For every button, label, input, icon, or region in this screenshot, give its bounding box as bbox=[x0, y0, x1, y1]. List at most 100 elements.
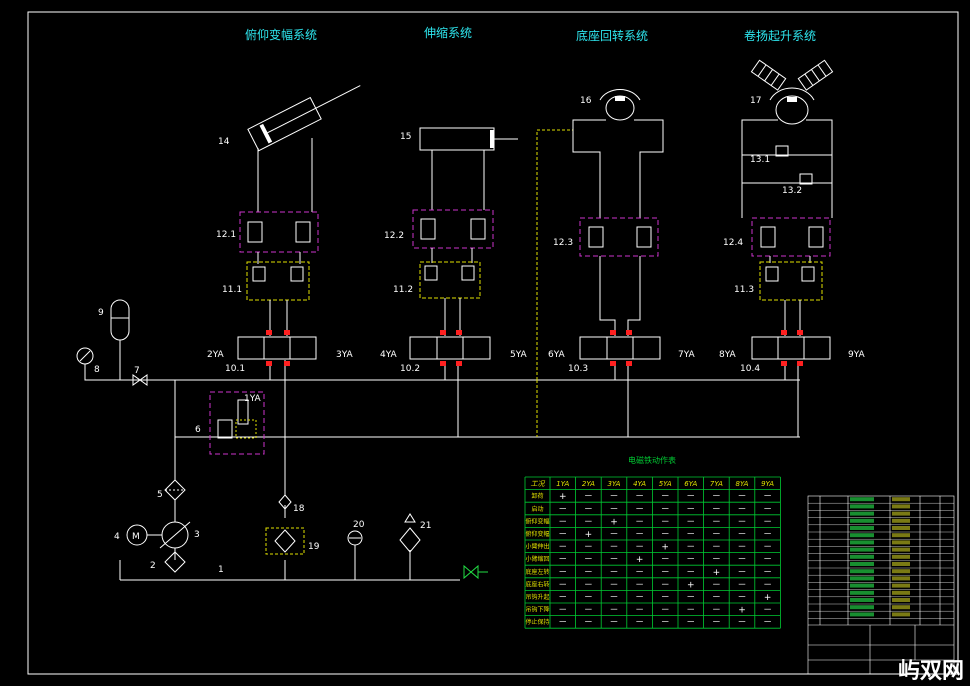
label-10-3: 10.3 bbox=[568, 364, 588, 374]
title-block-entry bbox=[892, 605, 910, 610]
title-block-entry bbox=[850, 598, 874, 602]
title-block-entry bbox=[892, 554, 910, 559]
group-12-3 bbox=[579, 217, 659, 257]
table-title: 电磁铁动作表 bbox=[628, 455, 676, 465]
table-cell: － bbox=[584, 517, 593, 527]
group-11-2 bbox=[419, 261, 481, 299]
table-cell: － bbox=[686, 555, 695, 565]
table-cell: + bbox=[610, 517, 618, 527]
table-cell: － bbox=[763, 492, 772, 502]
table-cell: － bbox=[712, 580, 721, 590]
watermark: 屿双网 bbox=[898, 659, 964, 684]
table-row-label: 俯仰变幅 bbox=[525, 517, 549, 525]
table-cell: － bbox=[609, 580, 618, 590]
table-cell: － bbox=[763, 568, 772, 578]
table-cell: － bbox=[686, 492, 695, 502]
table-cell: － bbox=[737, 492, 746, 502]
table-cell: + bbox=[687, 580, 695, 590]
table-cell: － bbox=[712, 618, 721, 628]
table-cell: － bbox=[584, 606, 593, 616]
table-cell: － bbox=[737, 530, 746, 540]
title-block-entry bbox=[850, 533, 874, 538]
table-cell: － bbox=[763, 530, 772, 540]
table-cell: － bbox=[686, 517, 695, 527]
valve-10-2 bbox=[409, 330, 491, 366]
solenoid-2ya: 2YA bbox=[207, 350, 225, 360]
luffing-circuit: 14 12.1 11.1 10.1 2YA 3YA bbox=[207, 85, 361, 374]
table-cell: － bbox=[763, 517, 772, 527]
title-block-entry bbox=[892, 612, 910, 617]
valve-13-2 bbox=[799, 173, 813, 185]
table-cell: + bbox=[738, 606, 746, 616]
label-19: 19 bbox=[308, 542, 320, 552]
table-row-label: 底座右转 bbox=[525, 580, 549, 588]
table-cell: － bbox=[661, 492, 670, 502]
valve-10-4 bbox=[751, 330, 831, 366]
group-12-1 bbox=[239, 211, 319, 253]
table-cell: － bbox=[584, 568, 593, 578]
table-cell: － bbox=[558, 618, 567, 628]
table-cell: － bbox=[686, 543, 695, 553]
valve-7 bbox=[132, 374, 148, 386]
label-11-2: 11.2 bbox=[393, 285, 413, 295]
label-18: 18 bbox=[293, 504, 305, 514]
table-cell: － bbox=[558, 543, 567, 553]
title-block-entry bbox=[850, 569, 874, 574]
table-cell: － bbox=[609, 606, 618, 616]
table-cell: － bbox=[584, 505, 593, 515]
hoisting-circuit: 17 13.1 13.2 12.4 11.3 10.4 8YA 9YA bbox=[719, 59, 866, 374]
title-block-entry bbox=[850, 554, 874, 559]
table-cell: － bbox=[609, 568, 618, 578]
table-cell: － bbox=[763, 555, 772, 565]
label-3: 3 bbox=[194, 530, 200, 540]
title-block-entry bbox=[892, 547, 910, 552]
table-cell: － bbox=[635, 580, 644, 590]
label-4: 4 bbox=[114, 532, 120, 542]
title-block-entry bbox=[850, 590, 874, 595]
solenoid-5ya: 5YA bbox=[510, 350, 528, 360]
solenoid-3ya: 3YA bbox=[336, 350, 354, 360]
table-cell: － bbox=[635, 505, 644, 515]
group-6 bbox=[209, 391, 265, 455]
table-cell: － bbox=[635, 492, 644, 502]
telescope-circuit: 15 12.2 11.2 10.2 4YA 5YA bbox=[380, 127, 528, 374]
table-cell: － bbox=[661, 618, 670, 628]
table-row-label: 小臂缩回 bbox=[525, 555, 549, 563]
table-cell: － bbox=[712, 543, 721, 553]
thermometer-20 bbox=[347, 530, 363, 546]
title-block-entry bbox=[850, 511, 874, 516]
title-block-entry bbox=[850, 518, 874, 523]
table-cell: － bbox=[737, 593, 746, 603]
table-col-header: 4YA bbox=[633, 480, 646, 488]
table-cell: － bbox=[635, 543, 644, 553]
table-cell: － bbox=[635, 618, 644, 628]
table-cell: － bbox=[737, 568, 746, 578]
table-cell: + bbox=[661, 543, 669, 553]
table-row-label: 小臂伸出 bbox=[525, 543, 549, 551]
title-hoisting: 卷扬起升系统 bbox=[744, 28, 816, 43]
title-block-entry bbox=[850, 504, 874, 509]
table-cell: － bbox=[737, 555, 746, 565]
label-15: 15 bbox=[400, 132, 411, 142]
table-cell: － bbox=[609, 543, 618, 553]
table-cell: － bbox=[737, 618, 746, 628]
table-cell: － bbox=[763, 618, 772, 628]
table-cell: － bbox=[558, 580, 567, 590]
label-12-1: 12.1 bbox=[216, 230, 236, 240]
label-12-4: 12.4 bbox=[723, 238, 743, 248]
table-col-header: 8YA bbox=[736, 480, 749, 488]
title-telescope: 伸缩系统 bbox=[424, 25, 472, 40]
title-block-entry bbox=[850, 583, 874, 588]
solenoid-6ya: 6YA bbox=[548, 350, 566, 360]
group-19 bbox=[265, 527, 305, 555]
table-cell: － bbox=[763, 543, 772, 553]
label-10-4: 10.4 bbox=[740, 364, 760, 374]
title-block-entry bbox=[892, 576, 910, 581]
valve-10-3 bbox=[579, 330, 661, 366]
table-cell: － bbox=[763, 580, 772, 590]
label-20: 20 bbox=[353, 520, 365, 530]
table-cell: － bbox=[737, 543, 746, 553]
table-cell: － bbox=[763, 505, 772, 515]
title-block-entry bbox=[892, 504, 910, 509]
table-cell: － bbox=[661, 606, 670, 616]
